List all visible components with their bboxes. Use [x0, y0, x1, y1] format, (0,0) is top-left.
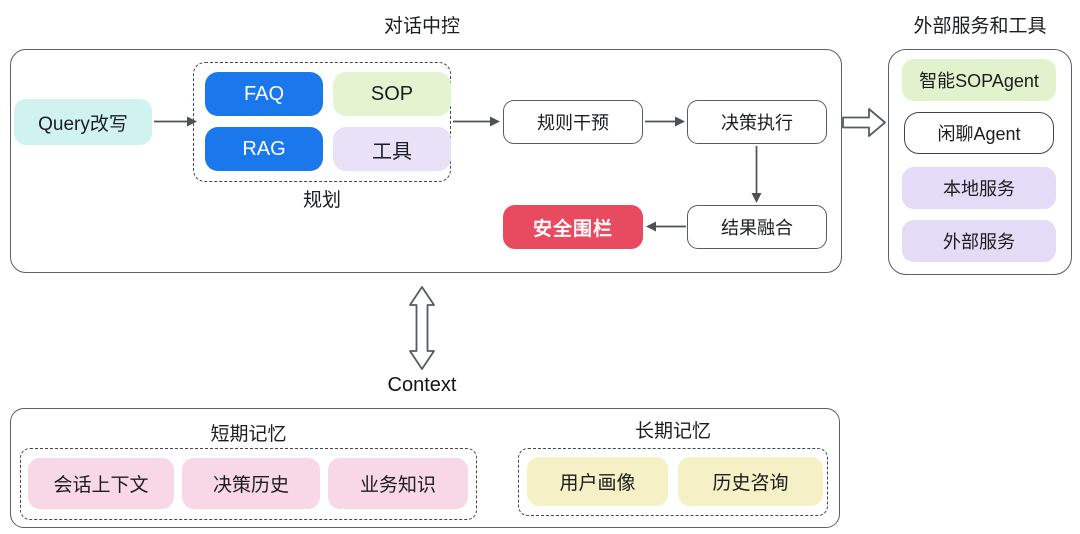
- arrow-right-icon: [154, 116, 197, 127]
- memory-item-decision-history: 决策历史: [182, 458, 320, 509]
- arrow-down-icon: [751, 146, 762, 203]
- external-item-chitchat-agent: 闲聊Agent: [904, 112, 1054, 154]
- short-term-memory-group: [20, 448, 477, 520]
- rag-node: RAG: [205, 127, 323, 171]
- long-term-memory-group: [518, 448, 828, 516]
- safety-guardrail-node: 安全围栏: [503, 205, 643, 249]
- external-item-external-service: 外部服务: [902, 220, 1056, 262]
- query-rewrite-node: Query改写: [14, 99, 152, 145]
- decision-execution-node: 决策执行: [687, 100, 827, 144]
- tools-node: 工具: [333, 127, 451, 171]
- block-arrow-right-icon: [842, 108, 886, 137]
- planning-label: 规划: [302, 189, 341, 211]
- result-fusion-node: 结果融合: [687, 205, 827, 249]
- memory-item-history-consult: 历史咨询: [678, 457, 823, 506]
- long-term-memory-title: 长期记忆: [634, 420, 711, 442]
- rule-intervention-node: 规则干预: [503, 100, 643, 144]
- context-label: Context: [387, 373, 457, 396]
- main-title: 对话中控: [383, 15, 460, 37]
- faq-node: FAQ: [205, 72, 323, 116]
- external-item-local-service: 本地服务: [902, 167, 1056, 209]
- double-arrow-vertical-icon: [409, 286, 435, 370]
- memory-item-session-context: 会话上下文: [28, 458, 174, 509]
- external-panel-title: 外部服务和工具: [913, 15, 1047, 37]
- short-term-memory-title: 短期记忆: [210, 423, 287, 445]
- memory-item-user-profile: 用户画像: [527, 457, 668, 506]
- memory-item-business-knowledge: 业务知识: [328, 458, 468, 509]
- arrow-right-icon: [453, 116, 500, 127]
- arrow-left-icon: [646, 221, 686, 232]
- external-item-sop-agent: 智能SOPAgent: [902, 59, 1056, 101]
- arrow-right-icon: [645, 116, 685, 127]
- sop-node: SOP: [333, 72, 451, 116]
